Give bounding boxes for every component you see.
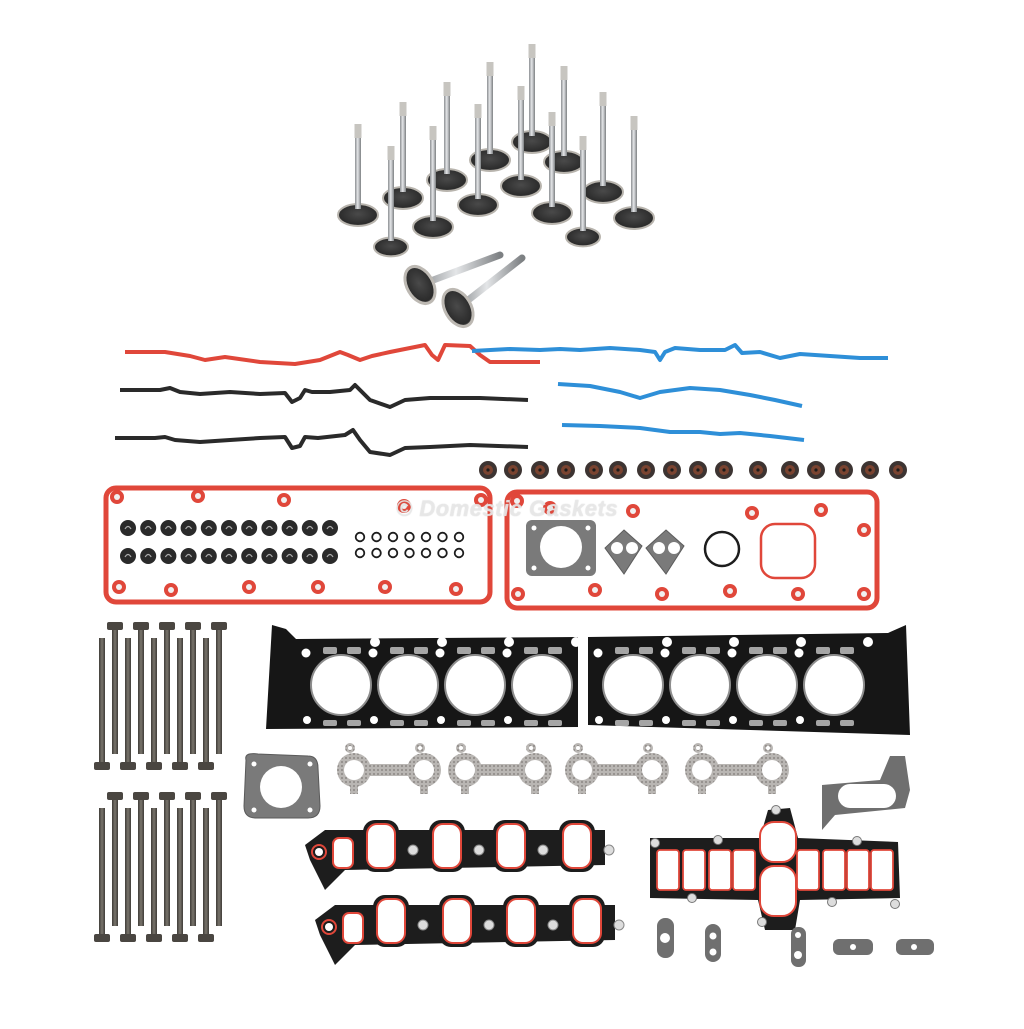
exhaust-manifold-gaskets	[337, 743, 789, 794]
spark-plug-grommets	[120, 520, 338, 564]
throttle-body-gasket-large	[243, 753, 321, 819]
intake-manifold-gasket-lower	[315, 895, 625, 965]
head-gasket-left	[266, 625, 581, 729]
valve-cover-gasket-black-strip-2	[115, 428, 529, 457]
valve-cover-gasket-blue-strip-3	[561, 423, 805, 442]
valve-cover-gasket-left	[103, 485, 493, 605]
o-ring-large	[703, 530, 741, 568]
iac-gasket-2	[645, 529, 685, 575]
valve-cover-gasket-red-strip	[125, 343, 540, 366]
egr-gasket-4	[833, 939, 873, 955]
egr-gasket-1	[657, 918, 674, 958]
o-rings	[354, 531, 465, 559]
throttle-body-gasket-upper-intake	[822, 756, 910, 830]
iac-gasket-1	[604, 529, 643, 575]
egr-gasket-2	[705, 924, 721, 962]
intake-manifold-gasket-center	[650, 805, 900, 930]
valve-set	[337, 44, 655, 328]
red-o-ring-square	[759, 522, 817, 580]
valve-cover-gasket-black-strip-1	[120, 383, 529, 409]
valve-stem-seals	[479, 461, 907, 479]
valve-cover-gasket-blue-strip-1	[471, 343, 888, 362]
throttle-body-gasket-small	[526, 520, 596, 576]
egr-gasket-5	[896, 939, 934, 955]
valve-cover-gasket-blue-strip-2	[557, 382, 803, 408]
intake-manifold-gasket-upper	[305, 820, 615, 890]
valve-cover-gasket-right	[504, 489, 880, 611]
head-bolts	[94, 622, 227, 942]
head-gasket-right	[588, 625, 910, 735]
egr-gasket-3	[791, 927, 806, 967]
